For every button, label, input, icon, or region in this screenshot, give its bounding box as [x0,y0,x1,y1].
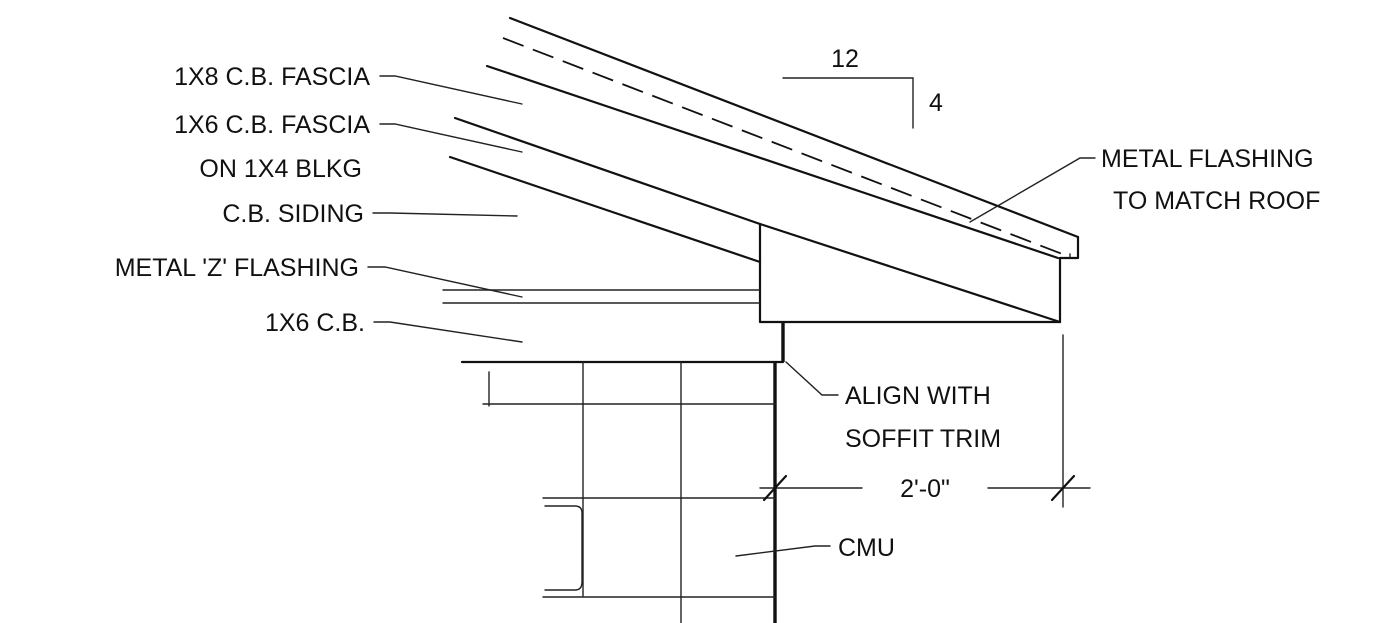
callouts: 1X8 C.B. FASCIA 1X6 C.B. FASCIA ON 1X4 B… [115,45,1321,562]
metal-flashing-drip-edge [1058,235,1080,260]
roof-top-line [508,16,1080,239]
label-1x6-cb: 1X6 C.B. [265,309,365,337]
leader-1x6-cb [373,321,523,343]
leader-align-soffit [785,361,839,396]
dimension-tick-left [762,474,788,502]
cmu-bond-beam-bracket [544,505,583,591]
roof-hidden-line [502,37,1071,258]
leader-z-flashing [367,266,523,298]
leader-metal-flashing [969,157,1096,223]
soffit-assembly [442,116,1062,364]
roof-assembly [485,16,1080,260]
slope-rise-label: 4 [929,89,943,117]
soffit-upper-line [453,116,762,226]
slope-triangle [782,77,914,129]
label-1x8-fascia: 1X8 C.B. FASCIA [174,63,370,91]
soffit-block-top [758,222,1062,324]
label-1x6-fascia-line2: ON 1X4 BLKG [199,155,362,183]
roof-bottom-line [485,64,1060,260]
label-cmu: CMU [838,534,895,562]
slope-run-label: 12 [831,45,859,73]
label-1x6-fascia-line1: 1X6 C.B. FASCIA [174,111,370,139]
label-z-flashing: METAL 'Z' FLASHING [115,254,359,282]
cmu-wall [482,361,777,623]
label-dimension: 2'-0" [900,475,950,503]
label-metal-flashing-line1: METAL FLASHING [1101,145,1314,173]
label-cb-siding: C.B. SIDING [222,200,364,228]
dimension-2ft [759,334,1091,508]
soffit-block-outline [758,222,1062,324]
label-metal-flashing-line2: TO MATCH ROOF [1113,187,1320,215]
leader-siding [372,212,518,217]
label-align-line1: ALIGN WITH [845,382,991,410]
leader-cmu [735,545,831,557]
leader-1x8-fascia [379,75,523,105]
dimension-tick-right [1050,474,1076,502]
leader-1x6-fascia [379,123,523,153]
label-align-line2: SOFFIT TRIM [845,425,1001,453]
leader-lines [367,75,1096,557]
fascia-lower-line [448,155,762,264]
